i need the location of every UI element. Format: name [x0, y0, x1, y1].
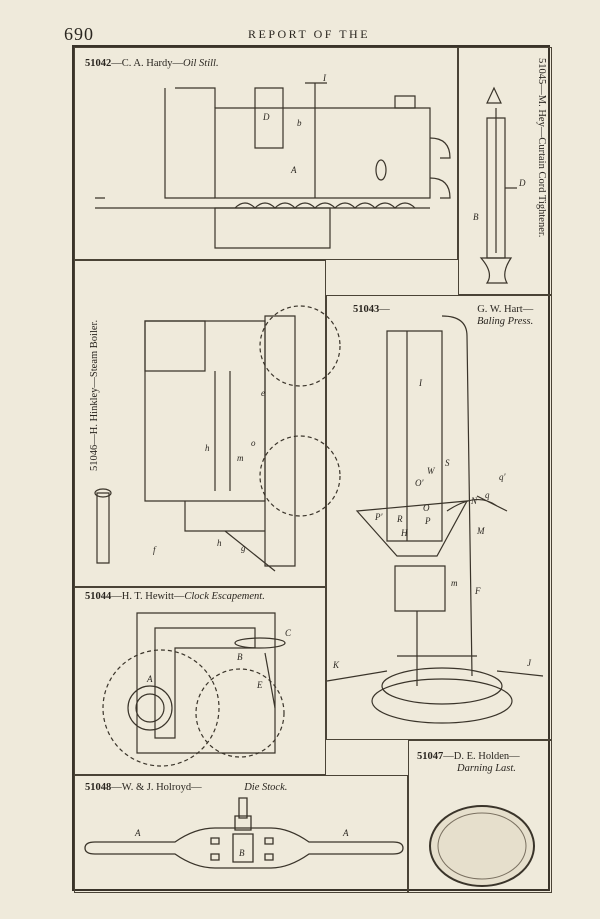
label-g: g: [241, 543, 246, 553]
label-B: B: [473, 212, 479, 222]
label-I: I: [322, 73, 327, 83]
clock-escapement-drawing: C B A E: [75, 588, 292, 776]
label-H: H: [400, 528, 408, 538]
steam-boiler-drawing: h h m o e g f: [75, 261, 327, 588]
label-f: f: [153, 545, 157, 555]
page-number: 690: [64, 24, 94, 44]
label-m: m: [451, 578, 458, 588]
label-D: D: [518, 178, 526, 188]
label-I: I: [418, 378, 423, 388]
figure-baling-press: 51043— G. W. Hart— Baling Press. I O' O: [326, 295, 552, 740]
running-head: REPORT OF THE: [248, 27, 371, 41]
label-A: A: [290, 165, 297, 175]
label-m: m: [237, 453, 244, 463]
figure-die-stock: 51048—W. & J. Holroyd— Die Stock. A A B: [74, 775, 408, 893]
label-A-left: A: [134, 828, 141, 838]
label-B: B: [237, 652, 243, 662]
label-B: B: [239, 848, 245, 858]
label-J: J: [527, 658, 532, 668]
figure-oil-still: 51042—C. A. Hardy—Oil Still. I D b A: [74, 47, 458, 260]
label-A-right: A: [342, 828, 349, 838]
label-O: O: [423, 503, 430, 513]
label-A: A: [146, 674, 153, 684]
curtain-cord-drawing: D B: [473, 48, 526, 296]
caption-die-stock: 51048—W. & J. Holroyd— Die Stock.: [85, 782, 288, 793]
label-M: M: [476, 526, 485, 536]
label-q: q: [485, 490, 490, 500]
die-stock-drawing: A A B: [75, 776, 409, 894]
caption-clock-escapement: 51044—H. T. Hewitt—Clock Escapement.: [85, 591, 265, 602]
label-P-prime: P': [374, 512, 383, 522]
figure-darning-last: 51047—D. E. Holden— Darning Last.: [408, 740, 552, 893]
label-W: W: [427, 466, 436, 476]
label-S: S: [445, 458, 450, 468]
figure-clock-escapement: 51044—H. T. Hewitt—Clock Escapement. C B…: [74, 587, 326, 775]
darning-last-drawing: [409, 741, 553, 894]
label-R: R: [396, 514, 403, 524]
caption-darning-last: 51047—D. E. Holden— Darning Last.: [417, 751, 520, 774]
figure-curtain-cord-tightener: 51045—M. Hey—Curtain Cord Tightener. D B: [458, 47, 552, 295]
label-b: b: [297, 118, 302, 128]
label-K: K: [332, 660, 340, 670]
caption-baling-press: G. W. Hart— Baling Press.: [477, 304, 534, 327]
oil-still-drawing: I D b A: [75, 73, 459, 261]
label-P: P: [424, 516, 431, 526]
baling-press-drawing: I O' O W S q' N q P' R H P M m F K J: [327, 296, 553, 741]
engraving-plate: 51042—C. A. Hardy—Oil Still. I D b A: [72, 45, 552, 893]
label-O-prime: O': [415, 478, 424, 488]
label-e: e: [261, 388, 265, 398]
label-o: o: [251, 438, 256, 448]
label-h: h: [205, 443, 210, 453]
label-D: D: [262, 112, 270, 122]
label-C: C: [285, 628, 292, 638]
label-N: N: [470, 496, 478, 506]
caption-oil-still: 51042—C. A. Hardy—Oil Still.: [85, 58, 219, 69]
caption-baling-press-number: 51043—: [353, 304, 390, 315]
label-h2: h: [217, 538, 222, 548]
label-q-prime: q': [499, 472, 507, 482]
label-F: F: [474, 586, 481, 596]
label-E: E: [256, 680, 263, 690]
figure-steam-boiler: 51046—H. Hinkley—Steam Boiler. h h m o e: [74, 260, 326, 587]
